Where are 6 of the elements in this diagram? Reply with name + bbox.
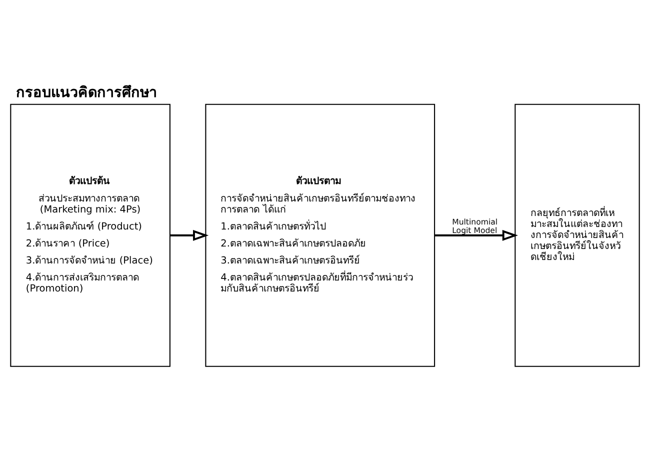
node-box: กลยุทธ์การตลาดที่เหมาะสมในแต่ละช่องทางการจัดจำหน่ายสินค้าเกษตรอินทรีย์ในจังหวัดเชียงใหม่ [514,104,640,367]
diagram-title: กรอบแนวคิดการศึกษา [16,84,157,101]
node-box: ตัวแปรตาม การจัดจำหน่ายสินค้าเกษตรอินทรีย์ตามช่องทางการตลาด ได้แก่ 1.ตลาดสินค้าเกษตรทั่วไป 2.ตลาดเฉพาะสินค้าเกษตรปลอดภัย 3.ตลาดเฉพาะสินค้าเกษตรอินทรีย์ 4.ตลาดสินค้าเกษตรปลอดภัยที่มีการจำหน่ายร่วมกับสินค้าเกษตรอินทรีย์ [205,104,436,367]
node-box: ตัวแปรต้น ส่วนประสมทางการตลาด (Marketing mix: 4Ps) 1.ด้านผลิตภัณฑ์ (Product) 2.ด้านราคา (Price) 3.ด้านการจัดจำหน่าย (Place) 4.ด้านการส่งเสริมการตลาด (Promotion) [10,104,170,367]
arrow [170,230,209,241]
arrow [434,230,518,241]
